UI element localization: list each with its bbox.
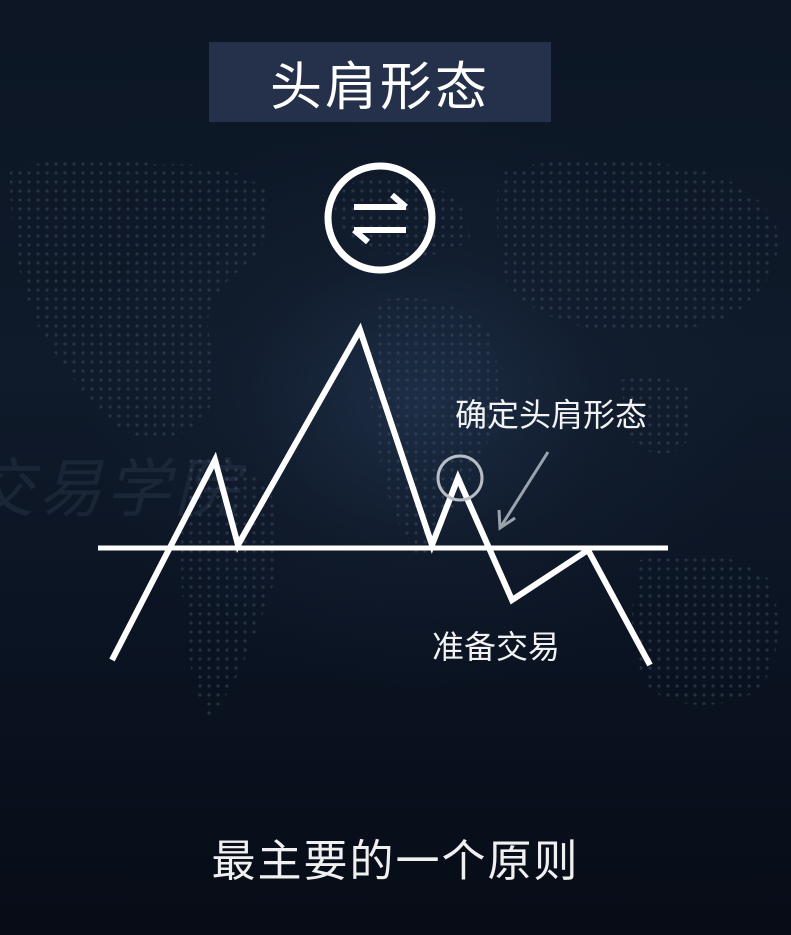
swap-arrows-icon	[324, 162, 436, 274]
page-title: 头肩形态	[269, 57, 490, 118]
annotation-ready-to-trade: 准备交易	[432, 628, 561, 666]
annotation-confirm-pattern: 确定头肩形态	[455, 396, 648, 434]
price-path	[109, 322, 653, 667]
title-banner: 头肩形态	[209, 42, 551, 122]
video-subtitle: 最主要的一个原则	[211, 836, 580, 887]
circle-highlight-icon	[436, 454, 484, 502]
pointer-arrow-icon	[497, 451, 550, 531]
